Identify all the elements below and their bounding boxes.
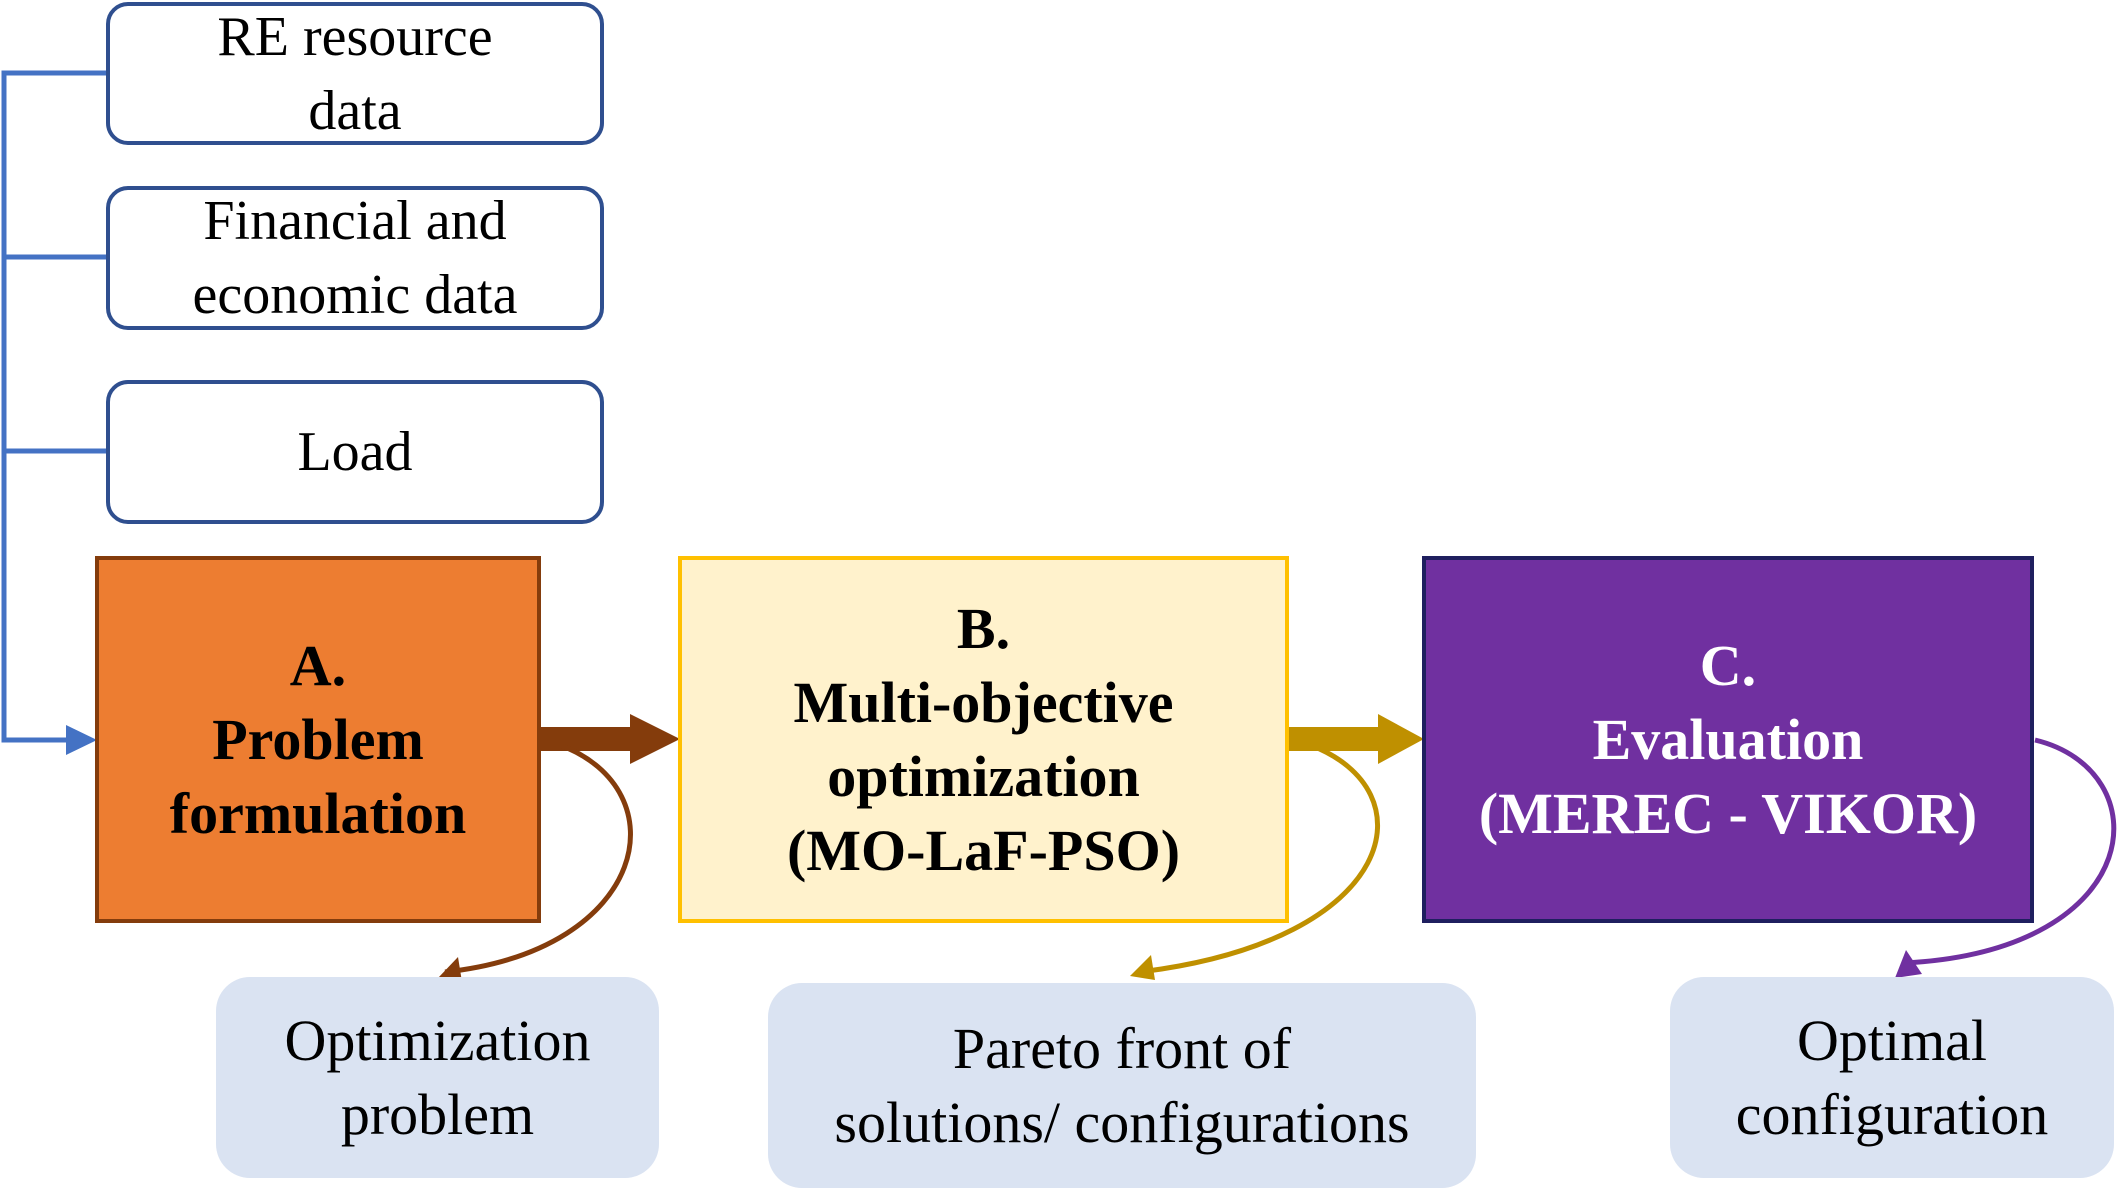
step-c-label: C. Evaluation (MEREC - VIKOR) xyxy=(1478,632,1978,846)
curve-b-to-output xyxy=(1139,742,1380,975)
curve-c-arrowhead xyxy=(1895,950,1922,978)
output-pareto-front: Pareto front of solutions/ configuration… xyxy=(768,983,1476,1188)
curve-c-to-output xyxy=(1904,737,2117,966)
curve-b-arrowhead xyxy=(1130,955,1155,980)
output-optimal-configuration-label: Optimal configuration xyxy=(1735,1007,2049,1147)
step-a-problem-formulation: A. Problem formulation xyxy=(95,556,541,923)
step-b-multi-objective-optimization: B. Multi-objective optimization (MO-LaF-… xyxy=(678,556,1289,923)
input-load-label: Load xyxy=(297,421,413,483)
input-re-resource-data: RE resource data xyxy=(106,2,604,145)
arrow-a-to-b-head xyxy=(630,714,680,764)
input-financial-economic-data-label: Financial and economic data xyxy=(192,190,518,326)
output-optimization-problem-label: Optimization problem xyxy=(284,1007,591,1147)
arrow-b-to-c-shaft xyxy=(1289,727,1382,751)
output-pareto-front-label: Pareto front of solutions/ configuration… xyxy=(834,1015,1410,1155)
input-connector-line xyxy=(1,70,106,743)
arrow-a-to-b-shaft xyxy=(541,727,633,751)
input-re-resource-data-label: RE resource data xyxy=(217,5,493,142)
output-optimization-problem: Optimization problem xyxy=(216,977,659,1178)
arrow-b-to-c-head xyxy=(1378,714,1424,764)
input-connector-arrowhead xyxy=(66,725,97,755)
curve-a-to-output xyxy=(444,742,633,975)
step-b-label: B. Multi-objective optimization (MO-LaF-… xyxy=(786,595,1181,883)
curve-a-arrowhead xyxy=(438,957,462,982)
step-c-evaluation: C. Evaluation (MEREC - VIKOR) xyxy=(1422,556,2034,923)
step-a-label: A. Problem formulation xyxy=(169,632,467,846)
input-financial-economic-data: Financial and economic data xyxy=(106,186,604,330)
output-optimal-configuration: Optimal configuration xyxy=(1670,977,2114,1178)
input-load: Load xyxy=(106,380,604,524)
